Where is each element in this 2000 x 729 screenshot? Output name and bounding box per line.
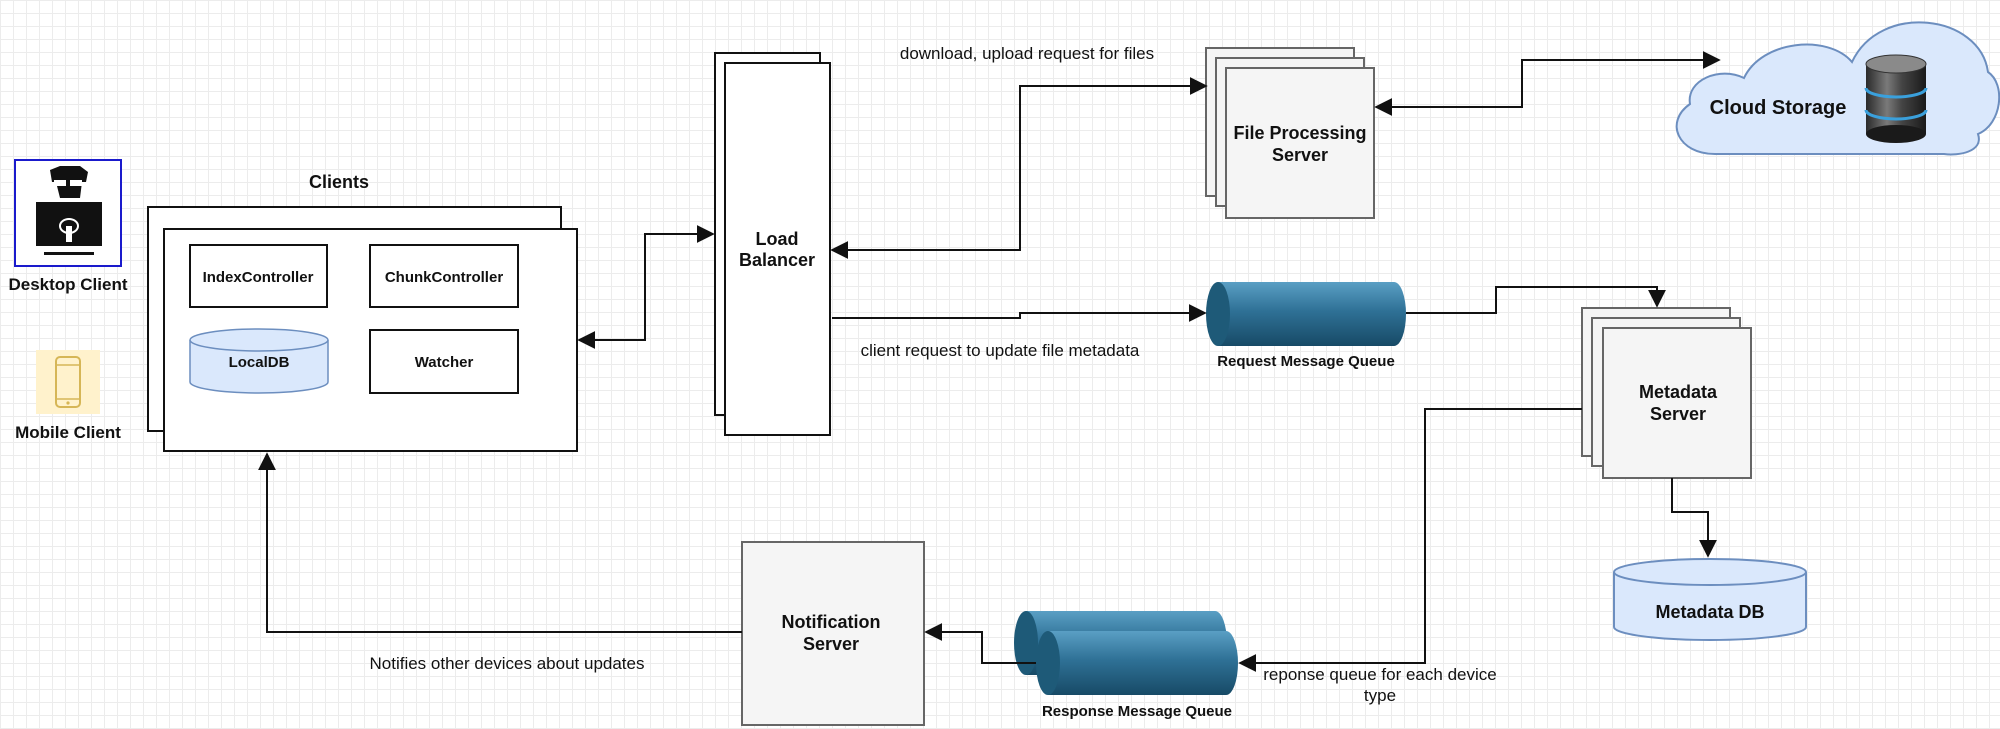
notification-clients-edge[interactable] [258,452,742,633]
cloud-shape [1675,21,2000,156]
loadbalancer-fileprocessing-edge[interactable] [830,77,1208,259]
watcher-box[interactable]: Watcher [369,329,519,394]
clients-title: Clients [309,172,369,192]
edge-label-download-upload: download, upload request for files [900,44,1154,63]
notification-server-label-line2: Server [803,634,859,654]
desktop-client[interactable] [14,159,122,267]
index-controller-label: IndexController [203,269,314,286]
file-processing-label-line2: Server [1272,145,1328,165]
edge-label-notifies: Notifies other devices about updates [369,654,644,673]
database-icon [1864,54,1928,143]
smartphone-icon [55,356,81,408]
notification-server-label-line1: Notification [782,612,881,632]
cloud-storage-label: Cloud Storage [1710,97,1847,119]
edge-label-response-line2: type [1364,686,1396,705]
requestqueue-metadataserver-edge[interactable] [1406,286,1666,314]
metadata-server[interactable]: Metadata Server [1581,307,1752,479]
local-db-label: LocalDB [229,354,290,371]
load-balancer-label-line2: Balancer [739,250,815,270]
metadata-db[interactable]: Metadata DB [1613,558,1807,641]
responsequeue-notification-edge[interactable] [924,623,1036,664]
metadataserver-responsequeue-edge[interactable] [1238,408,1582,672]
metadata-server-label-line1: Metadata [1639,382,1718,402]
metadataserver-db-edge[interactable] [1671,478,1717,558]
local-db-cylinder[interactable]: LocalDB [189,328,329,394]
loadbalancer-requestqueue-edge[interactable] [832,304,1207,322]
metadata-db-label: Metadata DB [1655,602,1764,622]
clients-loadbalancer-edge[interactable] [577,225,715,349]
notification-server[interactable]: Notification Server [741,541,925,726]
desktop-user-icon [36,166,102,255]
response-queue-label: Response Message Queue [1042,703,1232,720]
desktop-client-label: Desktop Client [8,275,127,294]
load-balancer-label-line1: Load [756,229,799,249]
cloud-storage[interactable]: Cloud Storage [1675,21,2000,156]
watcher-label: Watcher [415,354,474,371]
chunk-controller-label: ChunkController [385,269,503,286]
mobile-client-label: Mobile Client [15,423,121,442]
edge-label-update-metadata: client request to update file metadata [861,341,1140,360]
fileprocessing-cloud-edge[interactable] [1374,51,1721,116]
request-message-queue[interactable]: Request Message Queue [1206,282,1406,370]
mobile-client[interactable] [36,350,100,414]
connectors [258,51,1721,672]
load-balancer[interactable]: Load Balancer [714,52,831,436]
metadata-server-label-line2: Server [1650,404,1706,424]
file-processing-server[interactable]: File Processing Server [1205,47,1375,219]
edge-label-response-line1: reponse queue for each device [1263,665,1496,684]
chunk-controller-box[interactable]: ChunkController [369,244,519,308]
file-processing-label-line1: File Processing [1233,123,1366,143]
response-message-queue[interactable]: Response Message Queue [1014,611,1238,720]
index-controller-box[interactable]: IndexController [189,244,328,308]
request-queue-label: Request Message Queue [1217,353,1395,370]
